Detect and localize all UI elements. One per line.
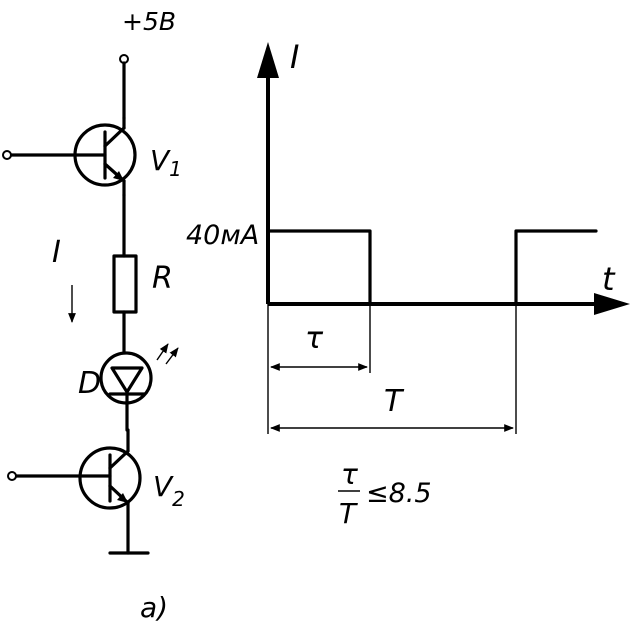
x-axis-label: t bbox=[602, 260, 616, 298]
v1-label: V1 bbox=[150, 144, 182, 181]
current-label: I bbox=[52, 235, 61, 270]
led-diode bbox=[99, 343, 179, 432]
diode-label: D bbox=[78, 366, 101, 401]
period-label: T bbox=[384, 384, 405, 419]
supply-label: +5B bbox=[122, 7, 176, 36]
waveform-graph: 40мA I t τ T τ T ≤8.5 bbox=[186, 38, 630, 530]
input-terminal-v1 bbox=[2, 150, 12, 160]
ratio-condition: ≤8.5 bbox=[366, 478, 432, 509]
y-axis-arrowhead bbox=[257, 42, 279, 78]
input-terminal-v2 bbox=[7, 471, 17, 481]
amplitude-label: 40мA bbox=[186, 220, 259, 251]
circuit: +5B V1 I R D V2 a) bbox=[2, 7, 185, 624]
ratio-denominator: T bbox=[339, 497, 358, 530]
resistor bbox=[112, 254, 138, 314]
ratio-numerator: τ bbox=[341, 458, 358, 491]
figure-caption: a) bbox=[140, 591, 168, 624]
x-axis-arrowhead bbox=[594, 293, 630, 315]
duty-ratio-formula: τ T ≤8.5 bbox=[338, 458, 432, 530]
pulse-waveform bbox=[266, 229, 598, 306]
resistor-label: R bbox=[152, 261, 173, 296]
v2-label: V2 bbox=[153, 470, 185, 511]
y-axis-label: I bbox=[290, 38, 299, 76]
transistor-v1 bbox=[4, 116, 137, 197]
transistor-v2 bbox=[10, 428, 142, 555]
pulse-width-label: τ bbox=[305, 321, 324, 356]
